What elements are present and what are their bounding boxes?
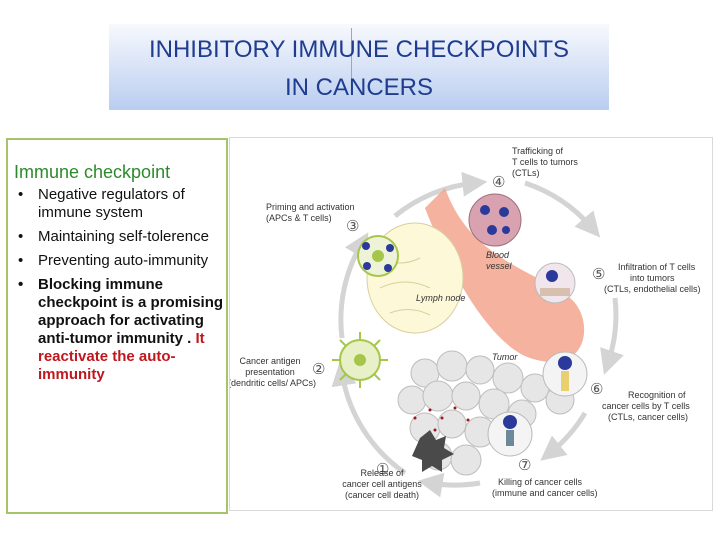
step-2-number: ② — [312, 361, 325, 378]
item-text: Blocking immune checkpoint is a promisin… — [38, 276, 224, 347]
tumor-label: Tumor — [492, 352, 518, 362]
svg-text:Priming and activation: Priming and activation — [266, 202, 355, 212]
step-6-label: Recognition of cancer cells by T cells (… — [602, 390, 690, 422]
apc-cell — [332, 332, 388, 388]
bullet-icon: • — [18, 252, 24, 269]
item-text: Negative regulators of immune system — [38, 186, 185, 221]
antigen-dots — [413, 406, 470, 432]
cancer-immunity-cycle-diagram: ① ② ③ ④ ⑤ ⑥ ⑦ Release of cancer cell ant… — [229, 137, 713, 511]
step-7-number: ⑦ — [518, 457, 531, 474]
svg-text:T cells to tumors: T cells to tumors — [512, 157, 578, 167]
step-1-label: Release of cancer cell antigens (cancer … — [342, 468, 422, 500]
item-text: Maintaining self-tolerence — [38, 228, 209, 245]
svg-text:Infiltration of T cells: Infiltration of T cells — [618, 262, 696, 272]
svg-text:Recognition of: Recognition of — [628, 390, 686, 400]
cycle-svg: ① ② ③ ④ ⑤ ⑥ ⑦ Release of cancer cell ant… — [230, 146, 701, 500]
item-highlight: It reactivate the auto-immunity — [38, 330, 205, 383]
svg-text:Trafficking of: Trafficking of — [512, 146, 564, 156]
svg-text:(APCs & T cells): (APCs & T cells) — [266, 213, 332, 223]
cycle-arrows — [331, 171, 624, 498]
step-3-label: Priming and activation (APCs & T cells) — [266, 202, 355, 223]
bullet-icon: • — [18, 228, 24, 245]
title-banner: INHIBITORY IMMUNE CHECKPOINTS IN CANCERS — [109, 24, 609, 110]
step-1-number: ① — [376, 461, 389, 478]
svg-text:(CTLs, endothelial cells): (CTLs, endothelial cells) — [604, 284, 701, 294]
svg-text:(CTLs): (CTLs) — [512, 168, 540, 178]
step-5-number: ⑤ — [592, 266, 605, 283]
tumor-cell-cluster — [397, 350, 575, 476]
priming-cell — [357, 235, 399, 277]
recognition-cell — [542, 351, 588, 397]
svg-text:cancer cell antigens: cancer cell antigens — [342, 479, 422, 489]
trafficking-vessel-cell — [468, 193, 522, 247]
svg-text:(CTLs, cancer cells): (CTLs, cancer cells) — [608, 412, 688, 422]
svg-text:Release of: Release of — [360, 468, 404, 478]
blood-label: Blood — [486, 250, 510, 260]
infiltration-cell — [534, 262, 576, 304]
bullet-icon: • — [18, 276, 24, 293]
checkpoint-text-box: Immune checkpoint • Negative regulators o… — [6, 138, 228, 514]
step-4-number: ④ — [492, 174, 505, 191]
vessel-label: vessel — [486, 261, 513, 271]
blood-vessel-shape — [425, 188, 585, 363]
bullet-icon: • — [18, 186, 24, 203]
title-line-2: IN CANCERS — [284, 74, 434, 101]
step-7-label: Killing of cancer cells (immune and canc… — [492, 477, 598, 498]
svg-text:cancer cells by T cells: cancer cells by T cells — [602, 401, 690, 411]
svg-text:(dendritic cells/ APCs): (dendritic cells/ APCs) — [230, 378, 316, 388]
svg-text:Cancer antigen: Cancer antigen — [239, 356, 300, 366]
list-item: • Maintaining self-tolerence — [14, 228, 224, 246]
panel-heading: Immune checkpoint — [14, 162, 171, 182]
text-cursor — [351, 28, 352, 92]
lymph-node-label: Lymph node — [416, 293, 465, 303]
svg-text:Killing of cancer cells: Killing of cancer cells — [498, 477, 583, 487]
bullet-list: • Negative regulators of immune system • M… — [14, 186, 224, 390]
step-2-label: Cancer antigen presentation (dendritic c… — [230, 356, 316, 388]
list-item: • Preventing auto-immunity — [14, 252, 224, 270]
step-3-number: ③ — [346, 218, 359, 235]
title-line-1: INHIBITORY IMMUNE CHECKPOINTS — [148, 36, 570, 63]
step-6-number: ⑥ — [590, 381, 603, 398]
item-text: Preventing auto-immunity — [38, 252, 209, 269]
svg-text:presentation: presentation — [245, 367, 295, 377]
dying-cancer-cell — [412, 430, 454, 472]
svg-text:(cancer cell death): (cancer cell death) — [345, 490, 419, 500]
svg-text:(immune and cancer cells): (immune and cancer cells) — [492, 488, 598, 498]
killing-cell — [487, 411, 533, 457]
step-4-label: Trafficking of T cells to tumors (CTLs) — [512, 146, 578, 178]
list-item: • Negative regulators of immune system — [14, 186, 224, 222]
svg-text:into tumors: into tumors — [630, 273, 675, 283]
step-5-label: Infiltration of T cells into tumors (CTL… — [604, 262, 701, 294]
list-item: • Blocking immune checkpoint is a promisi… — [14, 276, 224, 384]
